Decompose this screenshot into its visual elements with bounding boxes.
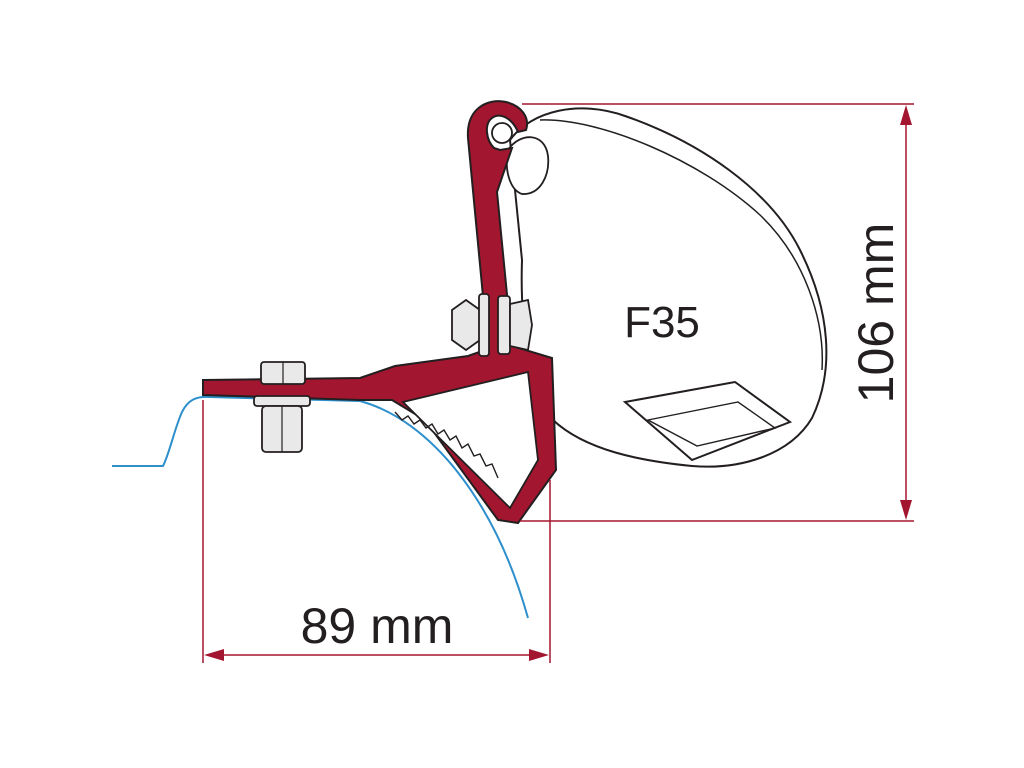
upper-bolt-nut-icon [509,298,533,352]
awning-bottom-slot [622,380,793,462]
upper-bolt-head-icon [451,298,481,352]
mounting-bracket [202,100,558,525]
height-dimension: 106 mm [520,103,914,522]
awning-housing: F35 [505,107,828,468]
product-label: F35 [624,298,700,347]
bracket-cavity [401,370,539,510]
width-dimension-label: 89 mm [301,598,454,654]
width-arrow-left-icon [204,649,224,661]
awning-inner-contour [539,119,824,371]
awning-bottom-slot-inner [645,401,777,447]
height-dimension-label: 106 mm [848,223,904,404]
upper-bolt-washer-left [478,293,490,357]
bracket-hook-eye [491,122,513,144]
bracket-grip-teeth [394,411,499,479]
lower-bolt-washer [253,395,311,407]
width-dimension: 89 mm [202,400,551,663]
upper-bolt-washer-right [497,295,511,355]
height-arrow-down-icon [900,500,912,520]
awning-front-cap [505,136,550,195]
upper-bolt [451,293,533,357]
width-arrow-right-icon [529,649,549,661]
height-arrow-up-icon [900,105,912,125]
vehicle-roof-profile [112,395,529,619]
lower-bolt [253,361,311,453]
